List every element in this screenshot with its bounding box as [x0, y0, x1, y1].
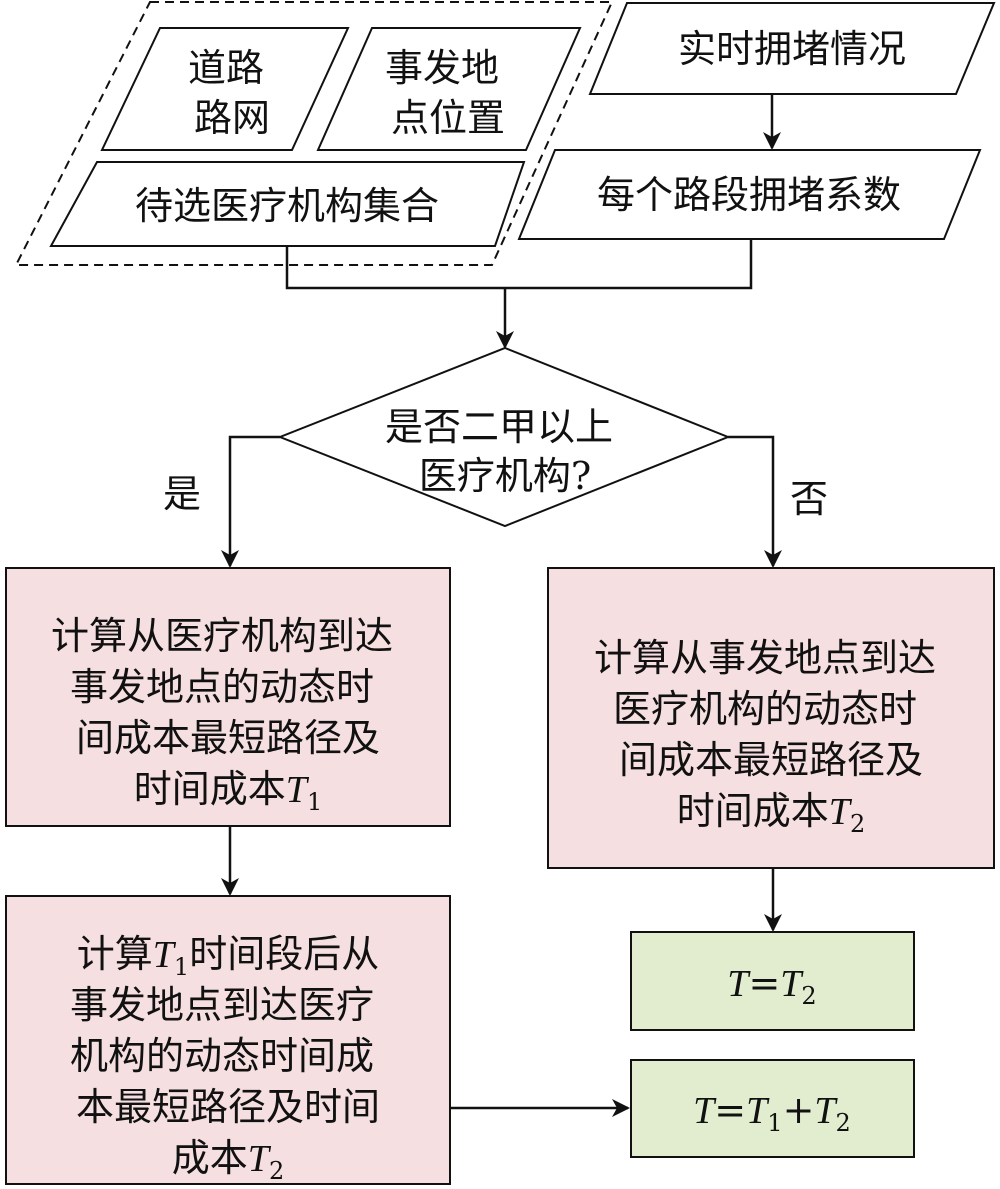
left1-line1: 计算从医疗机构到达	[51, 614, 393, 658]
left2-line5: 成本	[172, 1136, 248, 1180]
incident-location-line1: 事发地	[385, 46, 499, 90]
decision-question-line1: 是否二甲以上	[385, 405, 613, 449]
right1-line2: 医疗机构的动态时	[613, 687, 917, 731]
left2-line2: 事发地点到达医疗	[70, 983, 374, 1027]
result2-eq: =	[714, 1088, 746, 1132]
left2-line1-var: T	[153, 934, 177, 976]
svg-text:事发地 点位置: 事发地 点位置	[385, 46, 511, 140]
result1-var2: T	[780, 963, 804, 1005]
result1-sub2: 2	[801, 982, 816, 1010]
svg-text:计算从事发地点到达 医疗机构的动态时 间成本: 计算从事发地点到达 医疗机构的动态时 间成本最短路径及	[594, 636, 948, 782]
left2-sub: 2	[269, 1157, 284, 1185]
result2-sub2: 1	[767, 1109, 782, 1137]
svg-text:时间成本T1: 时间成本T1	[134, 767, 322, 816]
result1-var: T	[727, 963, 751, 1005]
incident-location-parallelogram	[316, 27, 582, 151]
svg-text:计算从医疗机构到达 事发地点的动态时 间成本: 计算从医疗机构到达 事发地点的动态时 间成本最短路径及	[51, 614, 405, 760]
svg-text:计算T1时间段后从: 计算T1时间段后从	[77, 932, 379, 981]
left1-line4: 时间成本	[134, 767, 286, 811]
yes-label: 是	[163, 472, 201, 516]
left2-line1-a: 计算	[77, 932, 153, 976]
process-box-right-1	[547, 567, 995, 869]
process-box-left-1	[5, 567, 451, 827]
svg-text:成本T2: 成本T2	[172, 1136, 284, 1185]
svg-text:是否二甲以上 医疗机构?: 是否二甲以上 医疗机构?	[385, 405, 625, 498]
left1-line3: 间成本最短路径及	[76, 716, 380, 760]
left2-line1-sub: 1	[174, 953, 189, 981]
result1-eq: =	[748, 961, 780, 1005]
svg-text:T=T1+T2: T=T1+T2	[693, 1088, 851, 1137]
left2-line4: 本最短路径及时间	[76, 1085, 380, 1129]
right1-line3: 间成本最短路径及	[619, 738, 923, 782]
no-label: 否	[790, 477, 828, 521]
input-group-dashed-frame	[14, 1, 614, 266]
segment-coefficient-parallelogram	[517, 149, 982, 240]
result2-var: T	[693, 1090, 717, 1132]
left1-line2: 事发地点的动态时	[70, 665, 374, 709]
realtime-congestion-parallelogram	[588, 1, 996, 95]
right1-line1: 计算从事发地点到达	[594, 636, 936, 680]
result-box-1	[630, 931, 915, 1031]
decision-question-line2: 医疗机构?	[419, 454, 591, 498]
result2-var3: T	[814, 1090, 838, 1132]
road-network-line2: 路网	[194, 96, 270, 140]
road-network-parallelogram	[100, 27, 350, 151]
left1-sub: 1	[307, 788, 322, 816]
left2-line3: 机构的动态时间成	[70, 1034, 374, 1078]
process-box-left-2	[5, 895, 451, 1185]
candidate-set-label: 待选医疗机构集合	[135, 184, 439, 228]
left2-var: T	[248, 1138, 272, 1180]
left1-var: T	[286, 769, 310, 811]
merge-connector	[285, 239, 753, 290]
candidate-set-parallelogram	[49, 161, 526, 247]
road-network-line1: 道路	[188, 46, 264, 90]
right1-line4: 时间成本	[677, 789, 829, 833]
svg-text:时间成本T2: 时间成本T2	[677, 789, 865, 838]
realtime-congestion-label: 实时拥堵情况	[678, 27, 906, 71]
left2-line1-b: 时间段后从	[189, 932, 379, 976]
yes-branch-connector	[221, 435, 280, 568]
svg-text:道路 路网: 道路 路网	[188, 46, 276, 140]
no-branch-connector	[728, 435, 782, 568]
result-box-2	[630, 1059, 915, 1158]
decision-diamond	[277, 346, 731, 528]
incident-location-line2: 点位置	[391, 96, 505, 140]
result2-sub3: 2	[836, 1109, 851, 1137]
result2-var2: T	[746, 1090, 770, 1132]
result2-plus: +	[783, 1088, 815, 1132]
right1-var: T	[829, 791, 853, 833]
right1-sub: 2	[850, 810, 865, 838]
svg-text:事发地点到达医疗 机构的动态时间成 本最短路: 事发地点到达医疗 机构的动态时间成 本最短路径及时间	[70, 983, 386, 1129]
svg-text:T=T2: T=T2	[727, 961, 816, 1010]
segment-coefficient-label: 每个路段拥堵系数	[597, 173, 901, 217]
